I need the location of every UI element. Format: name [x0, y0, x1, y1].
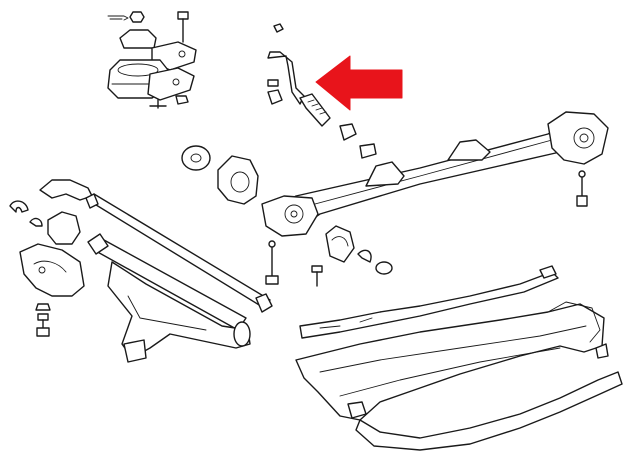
- plate-nut: [175, 95, 189, 105]
- spring-seat-left: [365, 161, 405, 187]
- axle-right-end: [547, 111, 609, 165]
- link-lower-nut: [339, 123, 357, 141]
- stack-washer: [37, 313, 49, 321]
- large-washer: [181, 145, 211, 171]
- trailing-arm: [107, 261, 251, 363]
- arm-pivot-bushing: [233, 321, 251, 347]
- plate-bolt: [149, 99, 167, 109]
- indicator-arrow: [315, 55, 403, 111]
- half-clamp: [39, 179, 93, 201]
- right-bolt-head: [576, 195, 588, 207]
- mount-bolt-head: [177, 11, 189, 20]
- upper-frame-rail: [299, 271, 559, 339]
- upper-rubber-insulator: [119, 29, 157, 49]
- drive-shaft: [85, 193, 273, 331]
- engine-mount-assembly: [107, 11, 197, 109]
- small-clip: [29, 217, 43, 227]
- axle-bushing: [217, 155, 259, 205]
- left-mount-parts: [9, 179, 93, 337]
- mount-plate: [147, 67, 195, 101]
- arm-mount-foot: [123, 339, 147, 363]
- floor-pan-tab: [595, 343, 609, 359]
- link-bolt: [267, 89, 283, 105]
- axle-left-knuckle: [261, 195, 319, 237]
- link-washer: [267, 79, 279, 87]
- floor-pan: [295, 303, 605, 421]
- cotter-pin: [107, 15, 129, 21]
- small-washer: [375, 261, 393, 275]
- center-clamp-parts: [265, 225, 393, 287]
- vertical-bolt-head: [265, 275, 279, 285]
- lower-bracket: [19, 243, 85, 297]
- stack-bolt-head: [36, 327, 50, 337]
- link-top-nut: [273, 23, 284, 33]
- torsion-bar-spline-end: [85, 193, 99, 209]
- trailing-arm-body: [107, 261, 251, 359]
- clamp-bracket: [325, 225, 355, 263]
- lower-frame-rail: [355, 371, 623, 451]
- axle-housing: [261, 111, 609, 237]
- torsion-bar-far-end: [255, 293, 273, 313]
- frame-assembly: [295, 265, 623, 451]
- left-snap-ring: [9, 200, 29, 213]
- link-bushing-sleeve: [299, 93, 331, 127]
- spring-seat-right: [447, 139, 491, 161]
- rail-end-tab: [539, 265, 557, 279]
- stack-nut: [35, 303, 51, 311]
- bolt-nut: [311, 265, 323, 273]
- bushing-parts: [181, 145, 259, 205]
- snap-ring: [357, 249, 372, 263]
- link-lower-bushing: [359, 143, 377, 159]
- shaft-coupling: [87, 233, 109, 255]
- castle-nut: [129, 11, 145, 23]
- rail-bracket: [347, 401, 367, 419]
- rubber-block: [47, 211, 81, 245]
- red-arrow-icon: [315, 55, 403, 111]
- stabilizer-link-rod: [267, 23, 377, 159]
